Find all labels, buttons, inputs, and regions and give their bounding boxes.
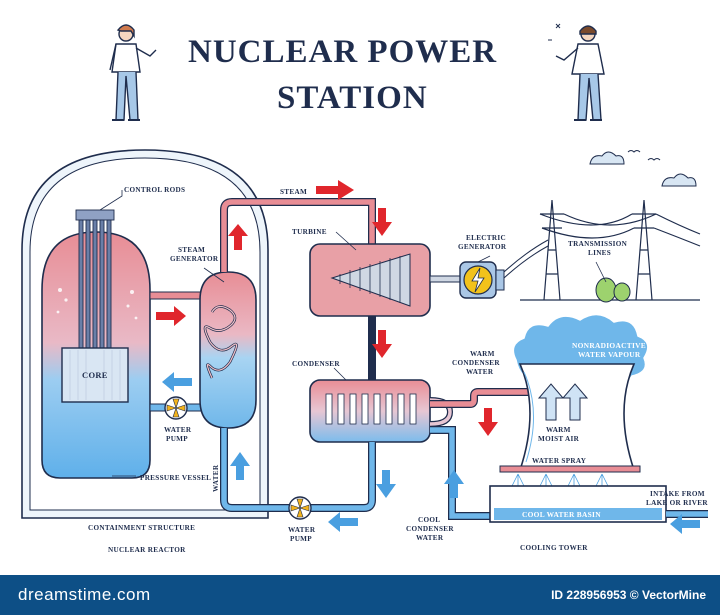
steam-down-arrow bbox=[372, 208, 392, 236]
water-pump-label-1: WATER bbox=[164, 426, 192, 434]
bush-icon bbox=[595, 277, 631, 303]
control-rods bbox=[75, 209, 115, 351]
reactor-core bbox=[61, 347, 129, 403]
label-water-pump2-1: WATER bbox=[288, 526, 316, 534]
footer-image-id: ID 228956953 © VectorMine bbox=[551, 588, 706, 602]
warm-air-arrow-2 bbox=[561, 383, 589, 421]
label-warm-condenser-water-3: WATER bbox=[466, 368, 494, 376]
label-transmission-lines-2: LINES bbox=[588, 249, 611, 257]
title-line-2: STATION bbox=[277, 80, 428, 116]
label-cool-water-basin: COOL WATER BASIN bbox=[522, 510, 601, 519]
label-warm-moist-air-1: WARM bbox=[546, 426, 571, 434]
label-warm-condenser-water-1: WARM bbox=[470, 350, 495, 358]
condensate-down-arrow bbox=[376, 470, 396, 498]
label-nonradioactive-1: NONRADIOACTIVE bbox=[572, 341, 646, 350]
scientist-left-icon bbox=[109, 24, 157, 121]
intake-arrow bbox=[670, 514, 700, 534]
label-containment-structure: CONTAINMENT STRUCTURE bbox=[88, 524, 195, 532]
warm-water-arrow bbox=[478, 408, 498, 436]
label-warm-condenser-water-2: CONDENSER bbox=[452, 359, 500, 367]
scientist-right-icon bbox=[548, 23, 605, 121]
water-pump-primary-icon bbox=[164, 396, 188, 420]
label-pressure-vessel: PRESSURE VESSEL bbox=[140, 474, 211, 482]
cloud-icon bbox=[589, 151, 697, 187]
exhaust-down-arrow bbox=[372, 330, 392, 358]
footer-brand: dreamstime.com bbox=[18, 585, 151, 604]
label-cooling-tower: COOLING TOWER bbox=[520, 544, 588, 552]
birds-icon bbox=[627, 150, 661, 161]
label-steam-generator-1: STEAM bbox=[178, 246, 205, 254]
label-water-spray: WATER SPRAY bbox=[532, 457, 587, 465]
steam-flow-arrow bbox=[316, 180, 354, 200]
label-cool-condenser-water-2: CONDENSER bbox=[406, 525, 454, 533]
label-water-pump2-2: PUMP bbox=[290, 535, 312, 543]
label-transmission-lines-1: TRANSMISSION bbox=[568, 240, 628, 248]
label-electric-generator-1: ELECTRIC bbox=[466, 234, 506, 242]
label-electric-generator-2: GENERATOR bbox=[458, 243, 507, 251]
warm-air-arrow-1 bbox=[537, 383, 565, 421]
label-cool-condenser-water-3: WATER bbox=[416, 534, 444, 542]
cool-water-up-arrow bbox=[444, 470, 464, 498]
label-cool-condenser-water-1: COOL bbox=[418, 516, 440, 524]
label-intake-2: LAKE OR RIVER bbox=[646, 499, 708, 507]
core-label: CORE bbox=[82, 370, 108, 380]
label-intake-1: INTAKE FROM bbox=[650, 490, 705, 498]
steam-rise-arrow bbox=[228, 224, 248, 250]
label-condenser: CONDENSER bbox=[292, 360, 340, 368]
label-nuclear-reactor: NUCLEAR REACTOR bbox=[108, 546, 186, 554]
hot-flow-arrow bbox=[156, 306, 186, 326]
cool-flow-arrow bbox=[162, 372, 192, 392]
label-control-rods: CONTROL RODS bbox=[124, 186, 185, 194]
title-line-1: NUCLEAR POWER bbox=[188, 34, 497, 70]
electric-generator-icon bbox=[459, 261, 505, 299]
watermark-footer: dreamstime.com ID 228956953 © VectorMine bbox=[0, 575, 720, 615]
label-steam-generator-2: GENERATOR bbox=[170, 255, 219, 263]
feedwater-left-arrow bbox=[328, 512, 358, 532]
label-water: WATER bbox=[212, 464, 220, 492]
label-warm-moist-air-2: MOIST AIR bbox=[538, 435, 580, 443]
label-turbine: TURBINE bbox=[292, 228, 327, 236]
label-steam: STEAM bbox=[280, 188, 307, 196]
feedwater-up-arrow bbox=[230, 452, 250, 480]
water-pump-secondary-icon bbox=[288, 496, 312, 520]
label-nonradioactive-2: WATER VAPOUR bbox=[578, 350, 641, 359]
water-pump-label-2: PUMP bbox=[166, 435, 188, 443]
